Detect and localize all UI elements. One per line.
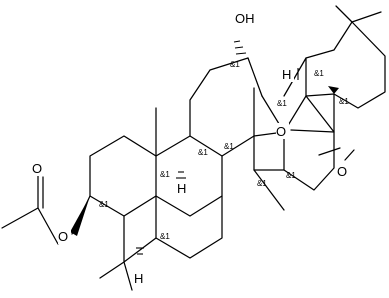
h-c9-hashed-wedge [176, 171, 186, 179]
stereo-marker: &1 [314, 69, 324, 78]
atom-labels: OH H O O H O O H [32, 10, 349, 286]
lactone-solid-wedge [328, 86, 339, 94]
stereo-marker: &1 [198, 148, 208, 157]
hydroxyl-label: OH [235, 11, 255, 26]
stereo-marker: &1 [257, 179, 267, 188]
stereo-marker: &1 [286, 171, 296, 180]
h-c18-label: H [282, 67, 291, 82]
stereo-marker: &1 [277, 99, 287, 108]
oh-hashed-wedge [233, 40, 247, 55]
stereo-marker: &1 [160, 232, 170, 241]
acetate-solid-wedge [70, 196, 90, 236]
acetate-ester-oxygen-label: O [58, 229, 68, 244]
lactone-carbonyl-oxygen-label: O [337, 164, 347, 179]
h-c9-label: H [177, 181, 186, 196]
stereo-markers: &1 &1 &1 &1 &1 &1 &1 &1 &1 &1 &1 [99, 60, 349, 241]
stereo-marker: &1 [224, 142, 234, 151]
stereo-marker: &1 [230, 60, 240, 69]
stereo-marker: &1 [339, 97, 349, 106]
h-c5-hashed-wedge [136, 247, 144, 255]
bond-skeleton [1, 5, 386, 291]
stereo-marker: &1 [160, 170, 170, 179]
acetate-carbonyl-oxygen-label: O [32, 161, 42, 176]
stereo-marker: &1 [99, 200, 109, 209]
bridge-oxygen-label: O [276, 124, 286, 139]
h-c5-label: H [134, 271, 143, 286]
stereo-bonds [70, 40, 339, 255]
